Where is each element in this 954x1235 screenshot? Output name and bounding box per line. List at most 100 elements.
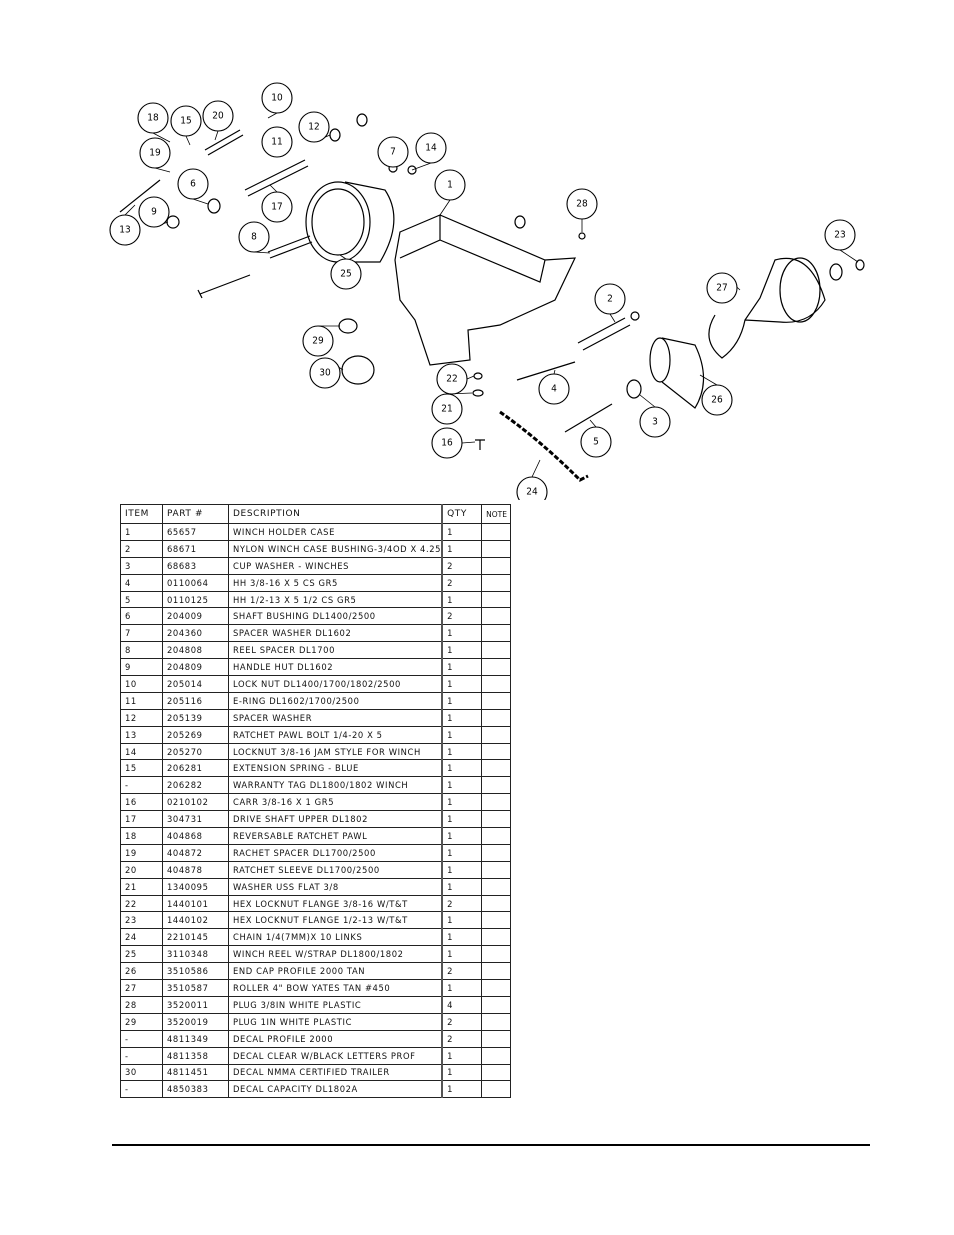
cell-description: PLUG 3/8IN WHITE PLASTIC: [228, 995, 443, 1014]
cell-qty: 1: [441, 641, 483, 660]
cell-part: 3110348: [162, 945, 229, 964]
cell-item: 16: [120, 793, 163, 812]
cell-qty: 1: [441, 759, 483, 778]
cell-item: 27: [120, 979, 163, 997]
cell-description: WINCH HOLDER CASE: [228, 523, 443, 541]
cell-note: [481, 1012, 512, 1031]
callout-13: 13: [109, 214, 141, 246]
callout-number: 28: [576, 199, 588, 210]
callout-number: 4: [551, 384, 557, 395]
cell-note: [481, 962, 512, 981]
cell-part: 206281: [162, 759, 229, 778]
callout-10: 10: [261, 82, 293, 114]
callout-23: 23: [824, 219, 856, 251]
callout-27: 27: [706, 272, 738, 304]
callout-number: 19: [149, 148, 161, 159]
cell-note: [481, 827, 512, 845]
cell-qty: 1: [441, 1063, 483, 1082]
cell-qty: 2: [441, 607, 483, 626]
table-header-row: ITEM PART # DESCRIPTION QTY NOTE: [120, 504, 512, 524]
cell-description: LOCKNUT 3/8-16 JAM STYLE FOR WINCH: [228, 742, 443, 761]
cell-qty: 1: [441, 928, 483, 947]
cell-note: [481, 556, 512, 575]
callout-circle: [170, 105, 202, 137]
callout-number: 30: [319, 368, 331, 379]
cell-note: [481, 675, 512, 693]
cell-note: [481, 979, 512, 997]
cell-note: [481, 911, 512, 930]
cell-description: SPACER WASHER DL1602: [228, 624, 443, 643]
cell-item: 9: [120, 658, 163, 677]
cell-note: [481, 1080, 512, 1099]
cell-item: 12: [120, 708, 163, 727]
part-drawings: [119, 112, 865, 482]
callout-3: 3: [639, 406, 671, 438]
callout-8: 8: [238, 221, 270, 253]
cell-part: 205270: [162, 742, 229, 761]
cell-item: -: [120, 776, 163, 795]
callout-circle: [238, 221, 270, 253]
callout-number: 14: [425, 143, 437, 154]
cell-note: [481, 759, 512, 778]
cell-item: 18: [120, 827, 163, 845]
callout-circle: [431, 427, 463, 459]
cell-note: [481, 691, 512, 710]
cell-qty: 1: [441, 827, 483, 845]
cell-qty: 2: [441, 1029, 483, 1048]
cell-qty: 1: [441, 675, 483, 693]
cell-part: 68683: [162, 556, 229, 575]
cell-part: 3510586: [162, 962, 229, 981]
cell-item: 4: [120, 573, 163, 592]
cell-part: 1440101: [162, 894, 229, 913]
cell-part: 0210102: [162, 793, 229, 812]
cell-qty: 2: [441, 556, 483, 575]
callout-circle: [566, 188, 598, 220]
cell-item: 22: [120, 894, 163, 913]
cell-qty: 1: [441, 860, 483, 879]
callout-circle: [261, 82, 293, 114]
callout-number: 7: [390, 147, 396, 158]
cell-part: 1340095: [162, 877, 229, 896]
cell-note: [481, 573, 512, 592]
cell-item: -: [120, 1080, 163, 1099]
reel-gear-drawing: [305, 181, 371, 263]
footer-divider: [112, 1144, 870, 1146]
pin-20-drawing: [204, 129, 244, 156]
callout-28: 28: [566, 188, 598, 220]
cell-part: 68671: [162, 539, 229, 558]
cell-part: 0110125: [162, 590, 229, 609]
cell-item: 25: [120, 945, 163, 964]
cell-description: WINCH REEL W/STRAP DL1800/1802: [228, 945, 443, 964]
winch-case-drawing: [394, 214, 576, 366]
cell-item: 3: [120, 556, 163, 575]
long-bolt-drawing: [197, 274, 251, 299]
callout-number: 15: [180, 116, 191, 127]
callout-9: 9: [138, 196, 170, 228]
callout-24: 24: [516, 476, 548, 500]
cell-note: [481, 725, 512, 744]
callout-25: 25: [330, 258, 362, 290]
cell-description: RATCHET PAWL BOLT 1/4-20 X 5: [228, 725, 443, 744]
callout-circle: [261, 126, 293, 158]
cell-note: [481, 995, 512, 1014]
callout-number: 10: [271, 93, 283, 104]
cell-item: 17: [120, 810, 163, 829]
